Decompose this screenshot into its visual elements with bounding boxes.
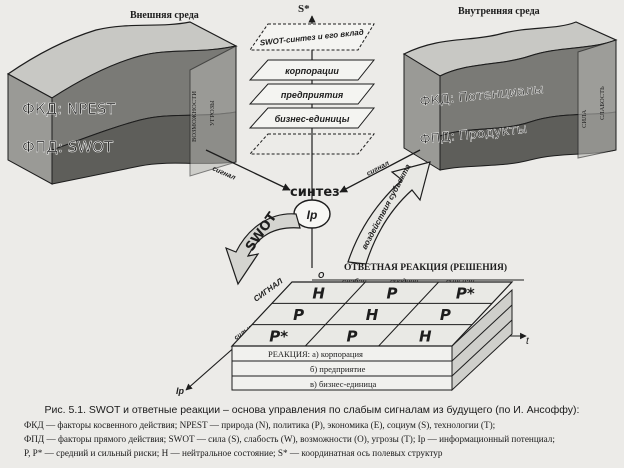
external-fpd-label: ФПД: SWOT <box>22 138 114 156</box>
plane-label-enterprise: предприятия <box>281 90 344 100</box>
plane-corporation <box>248 59 376 81</box>
level-corporation: РЕАКЦИЯ: а) корпорация <box>268 349 363 359</box>
signal-arrow-right <box>339 149 421 193</box>
caption-title: Рис. 5.1. SWOT и ответные реакции – осно… <box>44 404 580 416</box>
internal-env-header: Внутренняя среда <box>458 6 540 17</box>
response-cell: P <box>440 306 451 324</box>
swot-curved-arrow: SWOT <box>225 210 301 286</box>
t-axis-label: t <box>526 336 530 347</box>
external-opportunities-label: ВОЗМОЖНОСТИ <box>191 91 198 142</box>
caption-line-1: ФКД — факторы косвенного действия; NPEST… <box>24 420 496 430</box>
plane-enterprise <box>248 83 376 105</box>
grid-line-vertical <box>304 281 366 347</box>
level-business-unit: в) бизнес-единица <box>310 379 377 389</box>
ip-axis-label: Ip <box>176 386 185 396</box>
response-cell: H <box>419 327 432 345</box>
plane-label-corporation: корпорации <box>285 66 339 76</box>
grid-line-vertical <box>378 281 440 347</box>
response-cell: P <box>347 327 358 345</box>
response-cell: P* <box>456 285 475 303</box>
synthesis-label: синтез <box>290 185 340 200</box>
signal-arrow-left <box>205 149 291 191</box>
plane-label-business-unit: бизнес-единицы <box>275 114 350 124</box>
external-env-header: Внешняя среда <box>130 10 199 21</box>
synthesis-planes: SWOT-синтез и его вклад корпорации предп… <box>248 23 376 155</box>
external-threats-label: УГРОЗЫ <box>209 100 216 126</box>
external-fkd-label: ФКД: NPEST <box>22 100 116 118</box>
plane-swot-synthesis <box>249 23 375 51</box>
internal-strength-label: СИЛА <box>581 110 588 128</box>
external-environment-block: Внешняя среда ФКД: NPEST ФПД: SWOT ВОЗМО… <box>6 10 238 185</box>
plane-base <box>248 133 376 155</box>
response-cell: P* <box>269 327 288 345</box>
origin-label: O <box>318 271 325 280</box>
internal-weakness-label: СЛАБОСТЬ <box>599 86 606 120</box>
internal-environment-block: Внутренняя среда ФКД: Потенциалы ФПД: Пр… <box>402 6 618 171</box>
response-cell: H <box>366 306 379 324</box>
plane-business-unit <box>248 107 376 129</box>
level-enterprise: б) предприятие <box>310 364 366 374</box>
signal-label-right: сигнал <box>366 160 391 178</box>
response-cell: P <box>387 285 398 303</box>
caption-line-2: ФПД — факторы прямого действия; SWOT — с… <box>24 434 555 444</box>
response-cell: P <box>293 306 304 324</box>
subject-impact-arrow: воздействия субъекта <box>347 161 431 265</box>
signal-label-left: сигнал <box>211 165 237 182</box>
response-cell: H <box>312 285 325 303</box>
caption-line-3: P, P* — средний и сильный риски; H — ней… <box>24 448 443 458</box>
swot-arrow-label: SWOT <box>243 210 280 254</box>
ip-node-label: Ip <box>307 208 318 222</box>
response-header: ОТВЕТНАЯ РЕАКЦИЯ (РЕШЕНИЯ) <box>344 262 507 273</box>
s-star-label: S* <box>298 3 310 15</box>
